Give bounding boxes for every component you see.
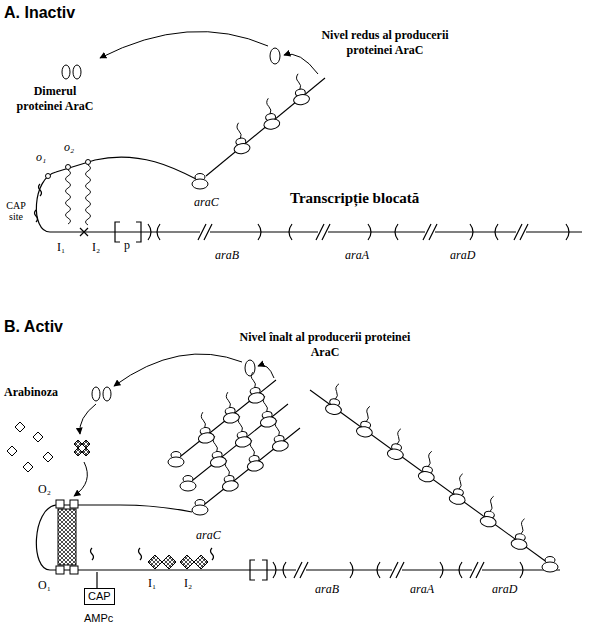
- ribosome: [180, 476, 196, 492]
- ribosome: [356, 405, 377, 438]
- box-text: CAP: [88, 590, 111, 602]
- ribosome: [244, 371, 265, 404]
- note-text: Dimerul proteinei AraC: [17, 84, 94, 113]
- panel-heading-text: A. Inactiv: [4, 4, 75, 21]
- ribosome: [230, 122, 251, 155]
- gene-label-text: araB: [315, 582, 339, 596]
- protein-box: CAP: [84, 588, 115, 605]
- gene-label-text: araD: [492, 582, 517, 596]
- spring-stroke: [86, 165, 91, 225]
- molecule-label-text: AMPc: [84, 612, 113, 624]
- site-label: I₁: [57, 240, 65, 255]
- gene-label: araC: [194, 195, 219, 210]
- gene-label: araB: [215, 248, 239, 263]
- gene-label-text: araD: [450, 248, 475, 262]
- arac-protein-b: [74, 360, 255, 456]
- arac-bound-b: [56, 500, 208, 574]
- note: Transcripție blocată: [290, 190, 419, 207]
- panel-heading: B. Activ: [4, 318, 63, 336]
- ribosome: [542, 557, 558, 573]
- site-label: I₁: [148, 576, 156, 591]
- ribosome: [418, 450, 439, 483]
- panel-heading-text: B. Activ: [4, 318, 63, 335]
- site-label: o₁: [36, 150, 46, 165]
- gene-label: araA: [345, 248, 369, 263]
- site-label: I₂: [184, 576, 192, 591]
- ribosome: [192, 500, 208, 516]
- arrows-a: [100, 32, 318, 74]
- note-text: Nivel redus al producerii proteinei AraC: [321, 28, 448, 57]
- arabinose-molecules: [7, 422, 53, 472]
- site-label-text: o₂: [64, 140, 74, 154]
- ribosome: [325, 382, 346, 415]
- gene-label: araD: [450, 248, 475, 263]
- ribosome: [194, 411, 215, 444]
- ribosomes: [168, 73, 558, 572]
- gene-label-text: araC: [194, 195, 219, 209]
- gene-label-text: araB: [215, 248, 239, 262]
- site-label-text: o₁: [36, 150, 46, 164]
- panel-heading: A. Inactiv: [4, 4, 75, 22]
- gene-label: araB: [315, 582, 339, 597]
- note: Nivel înalt al producerii proteinei AraC: [230, 330, 420, 360]
- ribosome: [259, 97, 280, 130]
- site-label-text: CAP site: [6, 200, 25, 222]
- site-label-text: I₂: [184, 576, 192, 590]
- ribosome: [168, 452, 184, 468]
- mrna-a: [206, 78, 325, 176]
- gene-label-text: araA: [345, 248, 369, 262]
- gene-label: araD: [492, 582, 517, 597]
- note: Nivel redus al producerii proteinei AraC: [300, 28, 470, 58]
- site-label-text: I₂: [92, 240, 100, 254]
- ribosome: [219, 391, 240, 424]
- arac-dimer-springs: [66, 165, 91, 225]
- ribosome: [387, 427, 408, 460]
- dna-b: [36, 505, 560, 588]
- note-text: Arabinoza: [4, 385, 58, 399]
- gene-label: araA: [410, 582, 434, 597]
- gene-label: araC: [196, 528, 221, 543]
- dna-a: [35, 157, 583, 242]
- arac-protein-a: [62, 48, 280, 79]
- note: Arabinoza: [4, 385, 58, 400]
- ribosome: [192, 174, 208, 190]
- mrna-b: [176, 380, 548, 563]
- promoter-label-text: p: [124, 238, 130, 252]
- site-label: I₂: [92, 240, 100, 255]
- site-label: O₁: [38, 578, 51, 593]
- ribosome: [448, 472, 469, 505]
- ribosome: [510, 517, 531, 550]
- ribosome: [479, 495, 500, 528]
- site-label-text: O₂: [38, 482, 51, 496]
- site-label-text: I₁: [148, 576, 156, 590]
- molecule-label: AMPc: [84, 612, 113, 624]
- ribosome: [289, 73, 310, 106]
- site-label-text: O₁: [38, 578, 51, 592]
- note-text: Transcripție blocată: [290, 190, 419, 206]
- gene-label-text: araA: [410, 582, 434, 596]
- site-label: CAP site: [3, 200, 29, 222]
- site-label: O₂: [38, 482, 51, 497]
- promoter-label: p: [124, 238, 130, 253]
- site-label-text: I₁: [57, 240, 65, 254]
- note-text: Nivel înalt al producerii proteinei AraC: [240, 330, 411, 359]
- site-label: o₂: [64, 140, 74, 155]
- arrows-b: [74, 354, 274, 496]
- gene-label-text: araC: [196, 528, 221, 542]
- note: Dimerul proteinei AraC: [10, 84, 100, 114]
- spring-stroke: [66, 170, 71, 224]
